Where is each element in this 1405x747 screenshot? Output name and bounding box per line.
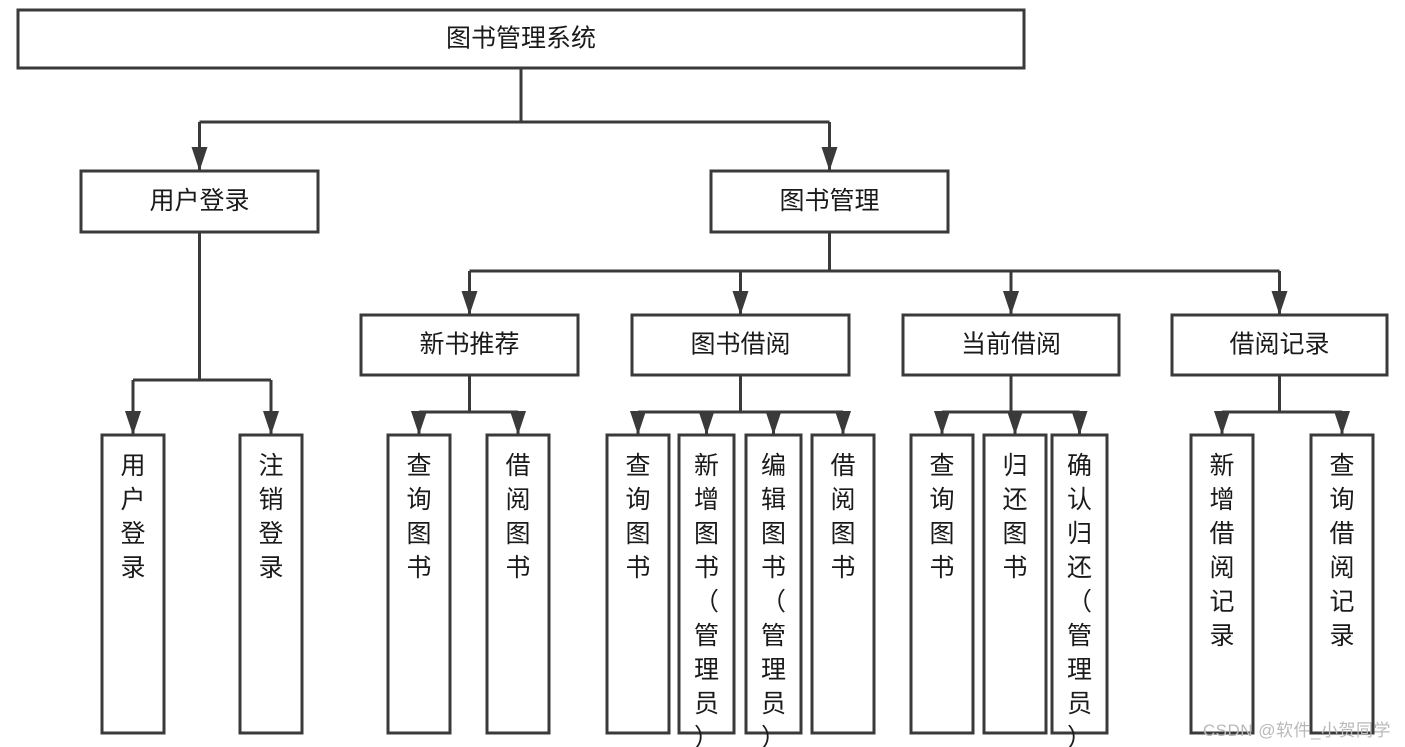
node-box-当前借阅[interactable] [901, 313, 1121, 377]
group-3-fanout-arrow-0 [1214, 411, 1230, 435]
node-level2-0[interactable]: 用户登录 [79, 169, 320, 234]
node-label-查询图书: 查询图书 [929, 452, 954, 582]
node-label-注销登录: 注销登录 [258, 452, 283, 582]
node-box-查询图书[interactable] [386, 433, 452, 735]
node-label-图书管理: 图书管理 [779, 187, 879, 215]
node-level3-2[interactable]: 当前借阅 [901, 313, 1121, 377]
book-mgmt-fanout-arrow-3 [1271, 291, 1288, 315]
node-box-注销登录[interactable] [238, 433, 304, 735]
node-box-编辑图书管理员[interactable] [744, 433, 803, 735]
node-box-图书借阅[interactable] [630, 313, 851, 377]
node-box-确认归还管理员[interactable] [1050, 433, 1109, 735]
node-box-查询图书[interactable] [605, 433, 671, 735]
node-label-新书推荐: 新书推荐 [419, 331, 519, 359]
node-leaf-9[interactable]: 归还图书 [982, 433, 1048, 735]
node-leaf-7[interactable]: 借阅图书 [810, 433, 876, 735]
node-box-借阅图书[interactable] [810, 433, 876, 735]
node-level3-1[interactable]: 图书借阅 [630, 313, 851, 377]
node-label-借阅图书: 借阅图书 [830, 452, 855, 582]
node-leaf-0[interactable]: 用户登录 [100, 433, 166, 735]
node-label-图书借阅: 图书借阅 [690, 331, 790, 359]
node-label-新增图书管理员: 新增图书（管理员） [694, 452, 719, 747]
node-box-借阅图书[interactable] [485, 433, 551, 735]
root-fanout-arrow-0 [191, 147, 208, 171]
node-label-当前借阅: 当前借阅 [961, 331, 1061, 359]
node-box-用户登录[interactable] [79, 169, 320, 234]
node-leaf-11[interactable]: 新增借阅记录 [1189, 433, 1255, 735]
node-label-编辑图书管理员: 编辑图书（管理员） [761, 452, 786, 747]
node-leaf-12[interactable]: 查询借阅记录 [1309, 433, 1375, 735]
node-label-归还图书: 归还图书 [1002, 452, 1027, 582]
group-1-fanout-arrow-3 [835, 411, 851, 435]
group-2-fanout-arrow-2 [1071, 411, 1088, 435]
node-label-借阅图书: 借阅图书 [505, 452, 530, 582]
book-mgmt-fanout-arrow-2 [1003, 291, 1019, 315]
node-label-用户登录: 用户登录 [149, 187, 249, 215]
node-label-借阅记录: 借阅记录 [1229, 331, 1329, 359]
group-1-fanout-arrow-1 [698, 411, 715, 435]
node-label-查询图书: 查询图书 [625, 452, 650, 582]
node-leaf-4[interactable]: 查询图书 [605, 433, 671, 735]
group-0-fanout-arrow-0 [411, 411, 427, 435]
login-fanout-arrow-1 [263, 411, 279, 435]
node-box-查询借阅记录[interactable] [1309, 433, 1375, 735]
root-fanout-arrow-1 [821, 147, 838, 171]
node-leaf-10[interactable]: 确认归还（管理员） [1050, 433, 1109, 747]
node-box-新增图书管理员[interactable] [677, 433, 736, 735]
node-box-新书推荐[interactable] [359, 313, 580, 377]
node-box-图书管理系统[interactable] [16, 8, 1026, 70]
book-mgmt-fanout-arrow-1 [732, 291, 749, 315]
node-leaf-6[interactable]: 编辑图书（管理员） [744, 433, 803, 747]
node-leaf-1[interactable]: 注销登录 [238, 433, 304, 735]
node-leaf-3[interactable]: 借阅图书 [485, 433, 551, 735]
book-mgmt-fanout-arrow-0 [461, 291, 478, 315]
node-label-图书管理系统: 图书管理系统 [446, 25, 596, 53]
login-fanout-arrow-0 [125, 411, 141, 435]
node-box-查询图书[interactable] [909, 433, 975, 735]
node-root[interactable]: 图书管理系统 [16, 8, 1026, 70]
node-level2-1[interactable]: 图书管理 [709, 169, 950, 234]
node-box-图书管理[interactable] [709, 169, 950, 234]
node-box-用户登录[interactable] [100, 433, 166, 735]
group-1-fanout-arrow-0 [630, 411, 646, 435]
node-leaf-5[interactable]: 新增图书（管理员） [677, 433, 736, 747]
node-box-归还图书[interactable] [982, 433, 1048, 735]
group-1-fanout-arrow-2 [765, 411, 782, 435]
node-level3-0[interactable]: 新书推荐 [359, 313, 580, 377]
group-2-fanout-arrow-1 [1007, 411, 1023, 435]
node-box-借阅记录[interactable] [1170, 313, 1389, 377]
node-box-新增借阅记录[interactable] [1189, 433, 1255, 735]
group-3-fanout-arrow-1 [1334, 411, 1350, 435]
node-label-查询借阅记录: 查询借阅记录 [1329, 452, 1354, 650]
node-label-确认归还管理员: 确认归还（管理员） [1067, 452, 1092, 747]
node-leaf-2[interactable]: 查询图书 [386, 433, 452, 735]
node-level3-3[interactable]: 借阅记录 [1170, 313, 1389, 377]
group-2-fanout-arrow-0 [934, 411, 950, 435]
node-label-用户登录: 用户登录 [120, 452, 145, 582]
node-label-新增借阅记录: 新增借阅记录 [1209, 452, 1234, 650]
node-leaf-8[interactable]: 查询图书 [909, 433, 975, 735]
node-label-查询图书: 查询图书 [406, 452, 431, 582]
group-0-fanout-arrow-1 [510, 411, 526, 435]
